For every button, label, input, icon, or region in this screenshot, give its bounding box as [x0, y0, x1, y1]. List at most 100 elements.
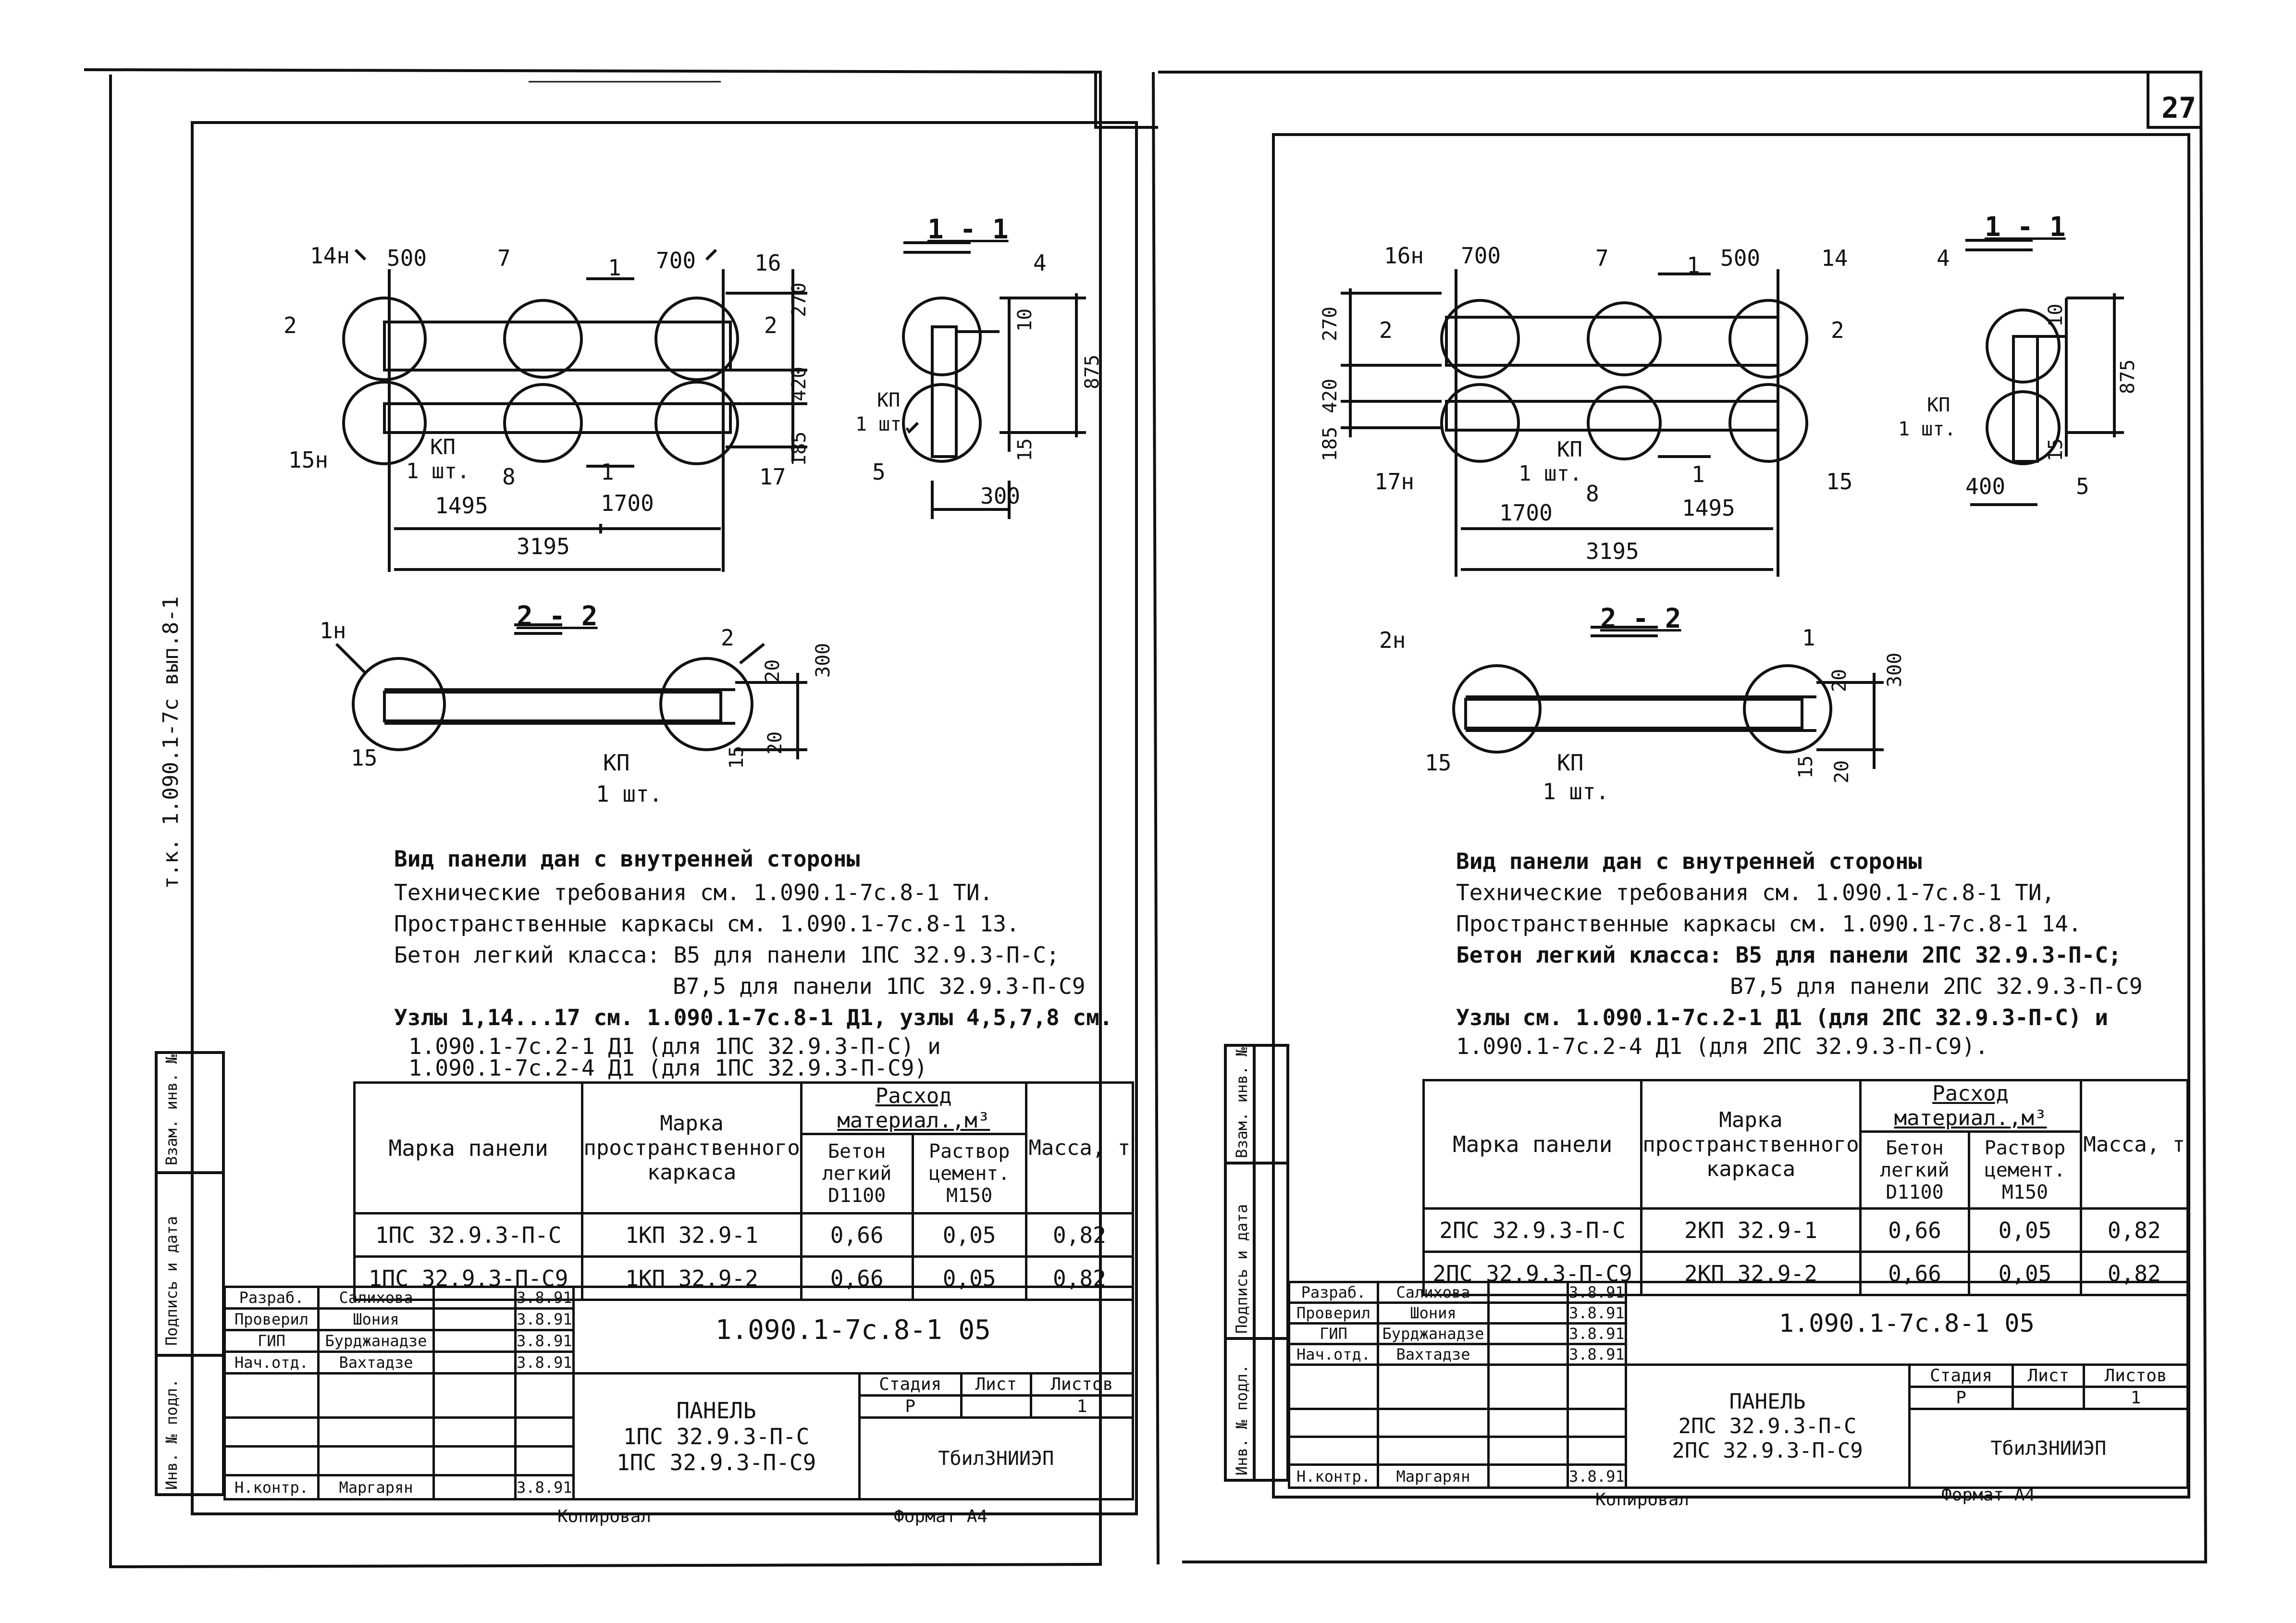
right-outer-frame: [1158, 71, 2208, 1563]
vertical-caption: т.к. 1.090.1-7с вып.8-1: [159, 596, 183, 889]
right-plan-label: 2: [1831, 317, 1844, 343]
right-sec22-label: 15: [1425, 750, 1452, 776]
left-plan-label: 420: [788, 366, 810, 401]
right-plan-label: 1: [1687, 252, 1700, 278]
stamp-date: 3.8.91: [1567, 1343, 1627, 1366]
left-plan-label: 700: [656, 248, 696, 273]
left-sec22-label: КП: [603, 750, 630, 776]
right-sec22-label: 1 шт.: [1543, 779, 1609, 805]
left-inner-frame: [191, 121, 1138, 1515]
left-plan-label: 7: [497, 245, 511, 271]
left-sec22-label: 15: [726, 745, 748, 769]
right-note: Пространственные каркасы см. 1.090.1-7с.…: [1456, 911, 2082, 937]
stamp-role: Разраб.: [223, 1286, 320, 1310]
stamp-sheet-header: Лист: [960, 1375, 1032, 1397]
stamp-org: ТбилЗНИИЭП: [858, 1416, 1135, 1500]
left-note: 1.090.1-7с.2-1 Д1 (для 1ПС 32.9.3-П-С) и: [408, 1033, 941, 1059]
stamp-sheets: 1: [2083, 1386, 2186, 1408]
table-header-concrete: Бетон легкий D1100: [1859, 1130, 1971, 1210]
left-side-label: Инв. № подл.: [162, 1378, 181, 1490]
right-plan-label: 14: [1821, 245, 1848, 271]
table-header-frame: Марка пространственного каркаса: [1640, 1079, 1862, 1210]
right-plan-label: 1: [1691, 461, 1705, 487]
table-header-consumption: Расход материал.,м³: [1859, 1079, 2082, 1133]
left-note: В7,5 для панели 1ПС 32.9.3-П-С9: [673, 973, 1086, 999]
right-footer-format: Формат А4: [1941, 1485, 2036, 1505]
table-header-concrete: Бетон легкий D1100: [800, 1133, 914, 1214]
left-section-2-2-title: 2 - 2: [517, 601, 598, 632]
stamp-name: Шония: [1377, 1301, 1490, 1325]
left-title-block: Разраб. Салихова 3.8.91 1.090.1-7с.8-1 0…: [223, 1286, 1135, 1500]
stamp-date: 3.8.91: [514, 1286, 575, 1310]
stamp-date: 3.8.91: [514, 1329, 575, 1353]
right-plan-label: КП: [1557, 437, 1582, 462]
left-plan-label: 2: [764, 312, 778, 338]
left-plan-label: 14н: [310, 243, 350, 269]
stamp-date: 3.8.91: [1567, 1281, 1627, 1304]
right-inner-frame: [1272, 133, 2190, 1499]
stamp-stage: Р: [860, 1394, 963, 1416]
left-sec11-label: 5: [872, 459, 886, 485]
stamp-date: 3.8.91: [514, 1474, 575, 1500]
right-plan-label: 1495: [1682, 495, 1735, 521]
right-plan-label: 3195: [1586, 538, 1639, 564]
table-cell: 2КП 32.9-1: [1640, 1207, 1862, 1253]
right-plan-label: 7: [1595, 245, 1609, 271]
right-sec22-label: 1: [1802, 625, 1815, 651]
right-plan-label: 500: [1720, 245, 1761, 271]
stamp-date: 3.8.91: [1567, 1322, 1627, 1345]
left-plan-label: 1: [608, 255, 621, 281]
stamp-name: Вахтадзе: [317, 1350, 435, 1375]
stamp-stage-header: Стадия: [1910, 1366, 2014, 1388]
stamp-title: ПАНЕЛЬ: [1729, 1389, 1806, 1414]
table-cell: 0,66: [1859, 1207, 1971, 1253]
right-footer-copy: Копировал: [1595, 1490, 1690, 1510]
right-note: Узлы см. 1.090.1-7с.2-1 Д1 (для 2ПС 32.9…: [1456, 1004, 2109, 1030]
right-sec22-label: 15: [1795, 755, 1817, 779]
left-plan-label: 16: [754, 250, 781, 276]
right-sec11-label: 15: [2045, 438, 2067, 461]
stamp-sheets: 1: [1029, 1394, 1132, 1416]
left-sec11-label: КП: [877, 389, 901, 411]
left-plan-label: КП: [430, 435, 456, 459]
right-sec11-label: 10: [2045, 303, 2067, 327]
right-sec22-label: 2н: [1379, 627, 1406, 653]
right-material-table: Марка панели Марка пространственного кар…: [1422, 1079, 2189, 1296]
stamp-doc-code: 1.090.1-7с.8-1 05: [1624, 1281, 2189, 1366]
right-sec22-label: КП: [1557, 750, 1584, 776]
stamp-stage: Р: [1910, 1386, 2014, 1408]
right-title-block: Разраб. Салихова 3.8.91 1.090.1-7с.8-1 0…: [1288, 1281, 2189, 1489]
left-note: Пространственные каркасы см. 1.090.1-7с.…: [394, 911, 1020, 937]
left-sec11-label: 1 шт.: [855, 413, 913, 435]
table-header-mark: Марка панели: [353, 1081, 584, 1214]
stamp-sheet-header: Лист: [2012, 1366, 2086, 1388]
left-sec22-label: 1 шт.: [596, 781, 663, 807]
right-plan-label: 700: [1461, 243, 1501, 269]
right-note: 1.090.1-7с.2-4 Д1 (для 2ПС 32.9.3-П-С9).: [1456, 1033, 1988, 1059]
left-sec22-label: 300: [812, 643, 834, 678]
left-sec11-label: 300: [980, 483, 1021, 509]
stamp-name: Маргарян: [1377, 1463, 1490, 1489]
left-sec11-label: 4: [1033, 250, 1047, 276]
left-sec11-label: 15: [1014, 438, 1036, 461]
right-side-label: Инв. № подл.: [1233, 1364, 1251, 1475]
left-plan-label: 1 шт.: [406, 459, 470, 483]
left-side-label: Подпись и дата: [162, 1216, 181, 1346]
right-side-label: Взам. инв. №: [1233, 1047, 1251, 1158]
right-note: Вид панели дан с внутренней стороны: [1456, 848, 1922, 874]
stamp-name: Вахтадзе: [1377, 1343, 1490, 1366]
table-header-mortar: Раствор цемент. М150: [1968, 1130, 2082, 1210]
stamp-role: Проверил: [223, 1307, 320, 1331]
left-plan-label: 270: [788, 282, 810, 317]
stamp-title-cell: ПАНЕЛЬ 1ПС 32.9.3-П-С 1ПС 32.9.3-П-С9: [572, 1372, 861, 1500]
table-cell: 1КП 32.9-1: [581, 1212, 802, 1258]
table-cell: 0,82: [1025, 1212, 1135, 1258]
stamp-name: Бурджанадзе: [317, 1329, 435, 1353]
left-outer-frame: [84, 68, 1102, 1569]
table-cell: 1ПС 32.9.3-П-С: [353, 1212, 584, 1258]
left-material-table: Марка панели Марка пространственного кар…: [353, 1081, 1135, 1301]
stamp-org: ТбилЗНИИЭП: [1908, 1408, 2189, 1489]
right-sec22-label: 20: [1828, 669, 1851, 692]
table-cell: 0,82: [2079, 1207, 2189, 1253]
